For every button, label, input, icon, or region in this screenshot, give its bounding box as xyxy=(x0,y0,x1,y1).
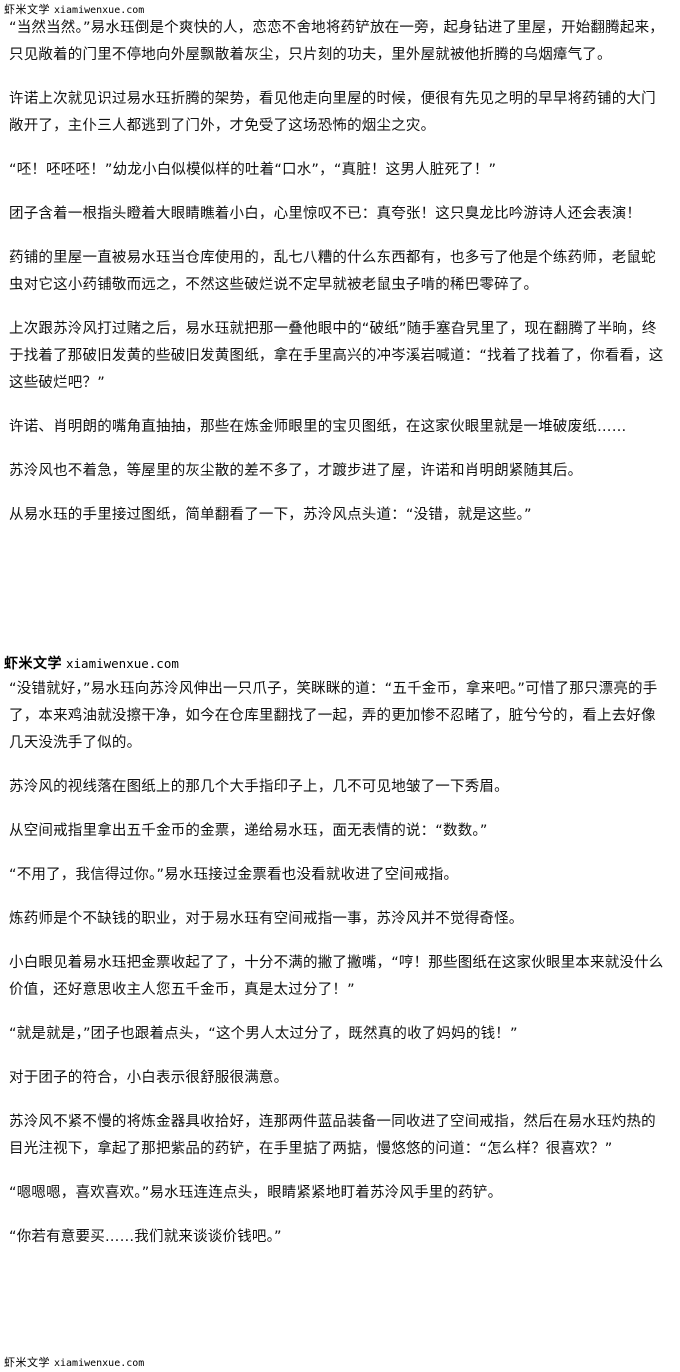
text-section-2: “没错就好，”易水珏向苏泠风伸出一只爪子，笑眯眯的道：“五千金币，拿来吧。”可惜… xyxy=(0,676,670,1251)
paragraph: “你若有意要买……我们就来谈谈价钱吧。” xyxy=(9,1229,282,1245)
watermark-url: xiamiwenxue.com xyxy=(54,5,145,16)
paragraph: 苏泠风也不着急，等屋里的灰尘散的差不多了，才踱步进了屋，许诺和肖明朗紧随其后。 xyxy=(9,463,583,479)
paragraph: 许诺上次就见识过易水珏折腾的架势，看见他走向里屋的时候，便很有先见之明的早早将药… xyxy=(9,91,656,134)
text-section-1: “当然当然。”易水珏倒是个爽快的人，恋恋不舍地将药铲放在一旁，起身钻进了里屋，开… xyxy=(0,15,670,529)
watermark-brand: 虾米文学 xyxy=(4,3,50,16)
paragraph: “就是就是，”团子也跟着点头，“这个男人太过分了，既然真的收了妈妈的钱！” xyxy=(9,1026,518,1042)
watermark-brand: 虾米文学 xyxy=(4,1356,50,1369)
paragraph: “没错就好，”易水珏向苏泠风伸出一只爪子，笑眯眯的道：“五千金币，拿来吧。”可惜… xyxy=(9,681,658,751)
watermark-bottom: 虾米文学 xiamiwenxue.com xyxy=(4,1355,144,1372)
paragraph: 苏泠风不紧不慢的将炼金器具收拾好，连那两件蓝品装备一同收进了空间戒指，然后在易水… xyxy=(9,1114,656,1157)
paragraph: 苏泠风的视线落在图纸上的那几个大手指印子上，几不可见地皱了一下秀眉。 xyxy=(9,779,509,795)
paragraph: 炼药师是个不缺钱的职业，对于易水珏有空间戒指一事，苏泠风并不觉得奇怪。 xyxy=(9,911,524,927)
paragraph: “当然当然。”易水珏倒是个爽快的人，恋恋不舍地将药铲放在一旁，起身钻进了里屋，开… xyxy=(9,20,664,63)
paragraph: 团子含着一根指头瞪着大眼睛瞧着小白，心里惊叹不已：真夸张！这只臭龙比吟游诗人还会… xyxy=(9,206,642,222)
watermark-top: 虾米文学 xiamiwenxue.com xyxy=(4,2,144,19)
paragraph: 从易水珏的手里接过图纸，简单翻看了一下，苏泠风点头道：“没错，就是这些。” xyxy=(9,507,532,523)
paragraph: 对于团子的符合，小白表示很舒服很满意。 xyxy=(9,1070,289,1086)
paragraph: 药铺的里屋一直被易水珏当仓库使用的，乱七八糟的什么东西都有，也多亏了他是个练药师… xyxy=(9,250,656,293)
paragraph: “呸！呸呸呸！”幼龙小白似模似样的吐着“口水”，“真脏！这男人脏死了！” xyxy=(9,162,497,178)
watermark-url: xiamiwenxue.com xyxy=(66,656,179,671)
watermark-middle: 虾米文学 xiamiwenxue.com xyxy=(4,656,179,673)
watermark-brand: 虾米文学 xyxy=(4,656,62,672)
paragraph: 许诺、肖明朗的嘴角直抽抽，那些在炼金师眼里的宝贝图纸，在这家伙眼里就是一堆破废纸… xyxy=(9,419,627,435)
paragraph: “嗯嗯嗯，喜欢喜欢。”易水珏连连点头，眼睛紧紧地盯着苏泠风手里的药铲。 xyxy=(9,1185,503,1201)
paragraph: 上次跟苏泠风打过赌之后，易水珏就把那一叠他眼中的“破纸”随手塞旮旯里了，现在翻腾… xyxy=(9,321,664,391)
paragraph: 小白眼见着易水珏把金票收起了了，十分不满的撇了撇嘴，“哼！那些图纸在这家伙眼里本… xyxy=(9,955,664,998)
paragraph: 从空间戒指里拿出五千金币的金票，递给易水珏，面无表情的说：“数数。” xyxy=(9,823,488,839)
watermark-url: xiamiwenxue.com xyxy=(54,1358,145,1369)
paragraph: “不用了，我信得过你。”易水珏接过金票看也没看就收进了空间戒指。 xyxy=(9,867,459,883)
